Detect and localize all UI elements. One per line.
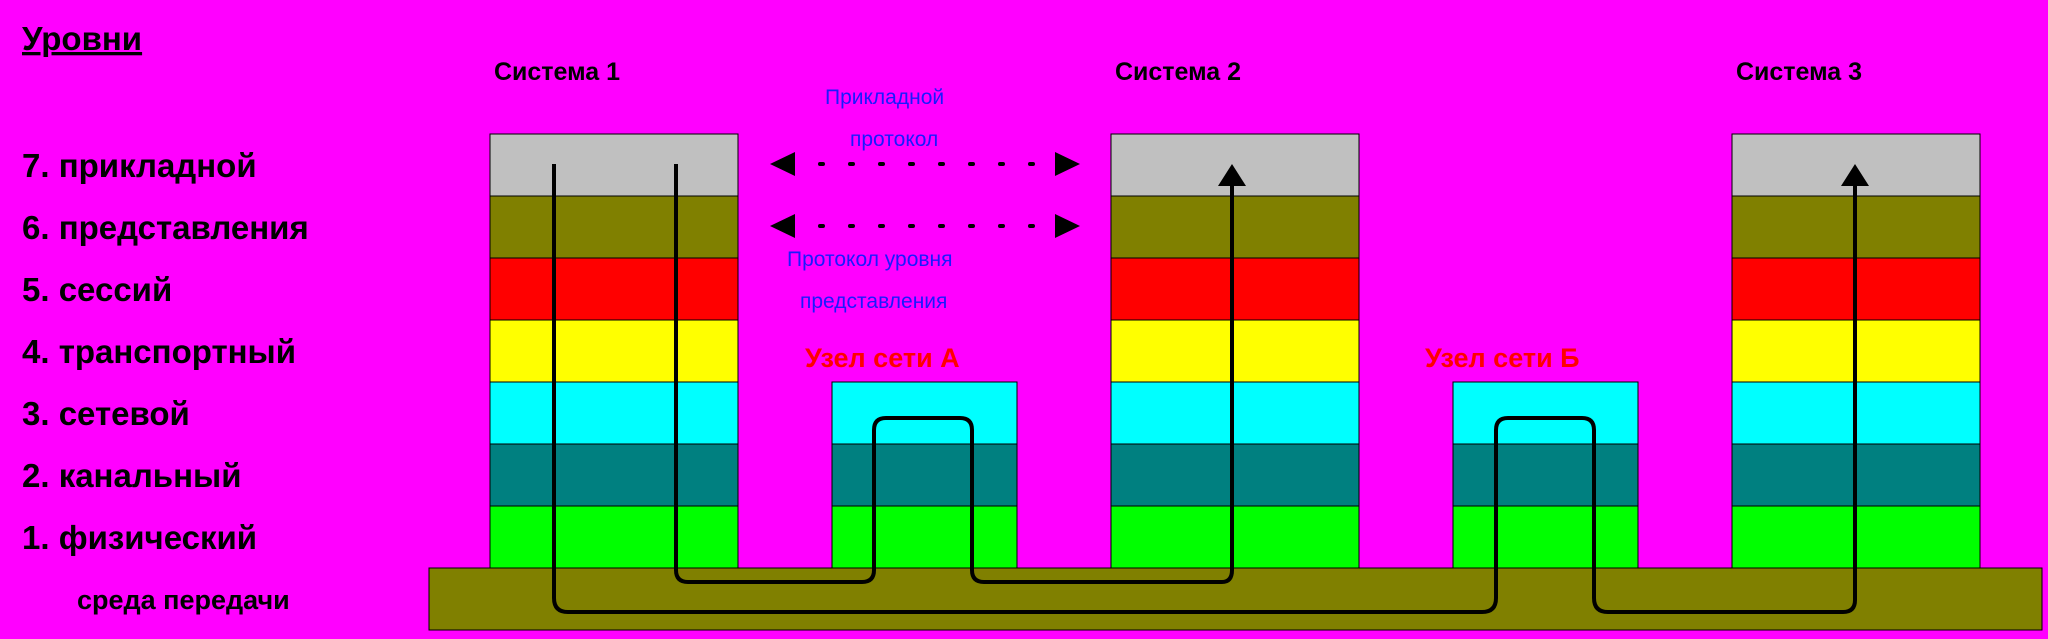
system-3-title: Система 3 [1736, 58, 1862, 86]
system-1-layer-7 [489, 133, 739, 197]
level-label-4: 4. транспортный [22, 333, 296, 370]
levels-title: Уровни [22, 20, 142, 57]
system-1-layer-4 [489, 319, 739, 383]
node-b-layer-2 [1452, 443, 1639, 507]
level-label-6: 6. представления [22, 209, 309, 246]
application-protocol-label-line1: Прикладной [825, 86, 944, 109]
arrow-left-icon [770, 152, 795, 176]
level-label-2: 2. канальный [22, 457, 242, 494]
data-path-system1-to-system2 [674, 164, 1234, 584]
presentation-protocol-label-line2: представления [800, 290, 947, 313]
level-label-1: 1. физический [22, 519, 257, 556]
medium-label: среда передачи [77, 585, 290, 615]
system-1-layer-1 [489, 505, 739, 569]
system-1-title: Система 1 [494, 58, 620, 86]
system-1-layer-3 [489, 381, 739, 445]
node-a-layer-1 [831, 505, 1018, 569]
level-label-7: 7. прикладной [22, 147, 257, 184]
system-2-title: Система 2 [1115, 58, 1241, 86]
presentation-protocol-arrow [770, 214, 1080, 238]
system-2-layer-2 [1110, 443, 1360, 507]
system-1-layer-2 [489, 443, 739, 507]
node-b-layer-1 [1452, 505, 1639, 569]
node-b-stack [1452, 381, 1639, 569]
system-2-stack [1110, 133, 1360, 569]
presentation-protocol-label-line1: Протокол уровня [787, 248, 953, 271]
data-path-system1-to-system3 [552, 164, 1857, 614]
arrow-right-icon [1055, 152, 1080, 176]
arrow-up-icon [1841, 164, 1869, 186]
node-a-stack [831, 381, 1018, 569]
arrow-up-icon [1218, 164, 1246, 186]
node-a-label: Узел сети А [805, 343, 960, 373]
level-label-3: 3. сетевой [22, 395, 190, 432]
system-1-layer-5 [489, 257, 739, 321]
node-b-label: Узел сети Б [1425, 343, 1580, 373]
transmission-medium [428, 567, 2043, 631]
arrow-right-icon [1055, 214, 1080, 238]
system-2-layer-3 [1110, 381, 1360, 445]
arrow-left-icon [770, 214, 795, 238]
application-protocol-arrow [770, 152, 1080, 176]
node-a-layer-3 [831, 381, 1018, 445]
system-2-layer-1 [1110, 505, 1360, 569]
node-b-layer-3 [1452, 381, 1639, 445]
system-2-layer-4 [1110, 319, 1360, 383]
system-1-stack [489, 133, 739, 569]
system-2-layer-7 [1110, 133, 1360, 197]
system-1-layer-6 [489, 195, 739, 259]
level-label-5: 5. сессий [22, 271, 172, 308]
system-2-layer-5 [1110, 257, 1360, 321]
application-protocol-label-line2: протокол [850, 128, 938, 151]
system-2-layer-6 [1110, 195, 1360, 259]
node-a-layer-2 [831, 443, 1018, 507]
